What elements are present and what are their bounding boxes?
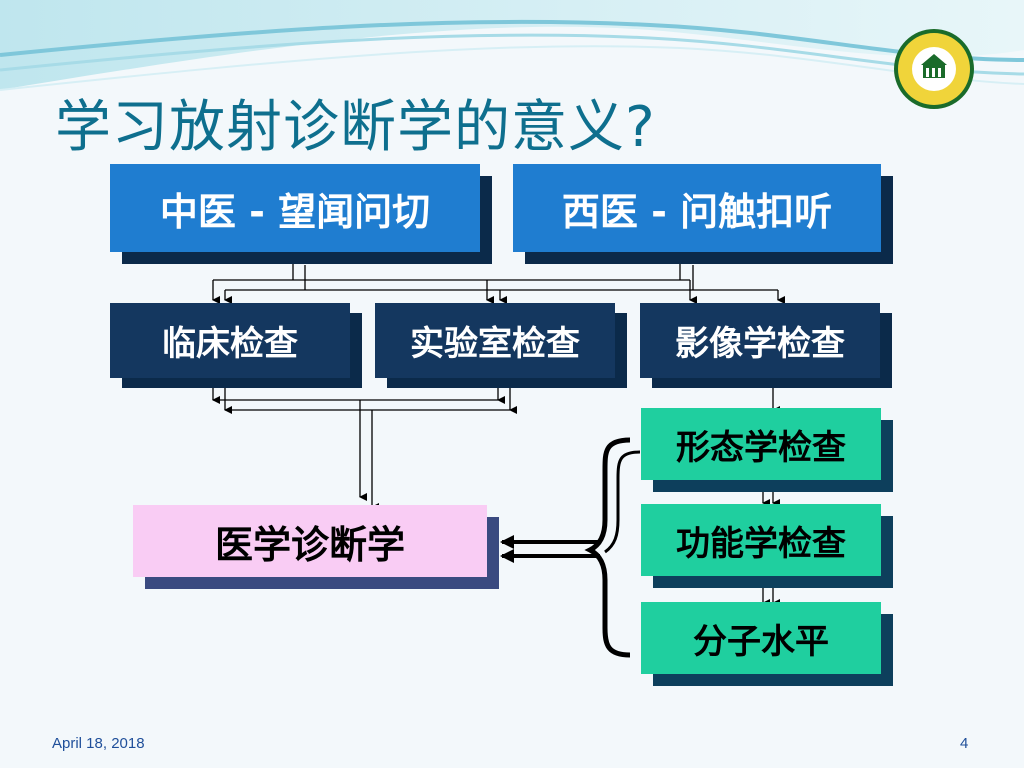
clinical-label: 临床检查 [162, 324, 298, 364]
tcm-box: 中医 - 望闻问切 [110, 164, 480, 252]
western-box: 西医 - 问触扣听 [513, 164, 881, 252]
morphology-box: 形态学检查 [641, 408, 881, 480]
western-label: 西医 - 问触扣听 [561, 189, 833, 234]
clinical-box: 临床检查 [110, 303, 350, 378]
tcm-label: 中医 - 望闻问切 [159, 189, 431, 234]
function-label: 功能学检查 [676, 523, 846, 564]
function-box: 功能学检查 [641, 504, 881, 576]
slide-title: 学习放射诊断学的意义? [55, 95, 656, 160]
lab-box: 实验室检查 [375, 303, 615, 378]
molecular-label: 分子水平 [693, 621, 829, 662]
university-logo [894, 29, 974, 109]
imaging-box: 影像学检查 [640, 303, 880, 378]
imaging-label: 影像学检查 [675, 324, 845, 364]
diagnosis-label: 医学诊断学 [214, 522, 405, 567]
lab-label: 实验室检查 [410, 324, 580, 364]
morphology-label: 形态学检查 [676, 427, 846, 468]
molecular-box: 分子水平 [641, 602, 881, 674]
diagnosis-box: 医学诊断学 [133, 505, 487, 577]
page-number: 4 [960, 735, 969, 752]
footer-date: April 18, 2018 [52, 735, 145, 752]
